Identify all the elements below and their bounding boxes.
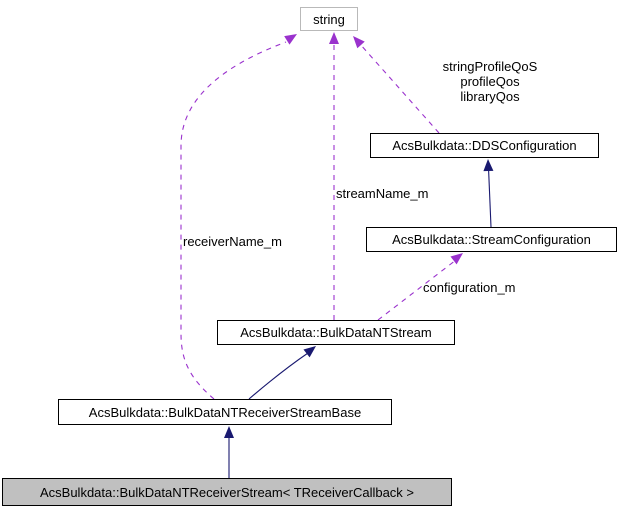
- edge-inheritance-streamconfig-to-ddsconfig: [488, 169, 492, 228]
- node-dds-configuration[interactable]: AcsBulkdata::DDSConfiguration: [370, 133, 599, 158]
- edge-usage-receivername: [180, 41, 287, 400]
- node-string: string: [300, 7, 358, 31]
- node-bulkdata-nt-stream[interactable]: AcsBulkdata::BulkDataNTStream: [217, 320, 455, 345]
- arrowhead-usage-icon: [329, 32, 339, 44]
- edge-label-streamname: streamName_m: [336, 186, 429, 201]
- node-stream-configuration[interactable]: AcsBulkdata::StreamConfiguration: [366, 227, 617, 252]
- arrowhead-inheritance-icon: [483, 159, 494, 172]
- arrowhead-inheritance-icon: [224, 426, 234, 438]
- edge-label-receivername: receiverName_m: [183, 234, 282, 249]
- edge-label-configuration: configuration_m: [423, 280, 516, 295]
- arrowhead-usage-icon: [450, 253, 463, 265]
- edge-label-qos-members: stringProfileQoS profileQos libraryQos: [420, 59, 560, 104]
- arrowhead-usage-icon: [353, 36, 365, 49]
- edge-label-qos-line: libraryQos: [460, 89, 520, 104]
- edge-label-qos-line: profileQos: [460, 74, 520, 89]
- node-receiver-stream-current: AcsBulkdata::BulkDataNTReceiverStream< T…: [2, 478, 452, 506]
- arrowhead-usage-icon: [284, 34, 297, 45]
- arrowhead-inheritance-icon: [303, 346, 316, 358]
- edge-inheritance-base-to-ntstream: [248, 352, 309, 400]
- edge-label-qos-line: stringProfileQoS: [442, 59, 538, 74]
- edge-usage-configuration: [377, 259, 457, 321]
- node-receiver-stream-base[interactable]: AcsBulkdata::BulkDataNTReceiverStreamBas…: [58, 399, 392, 425]
